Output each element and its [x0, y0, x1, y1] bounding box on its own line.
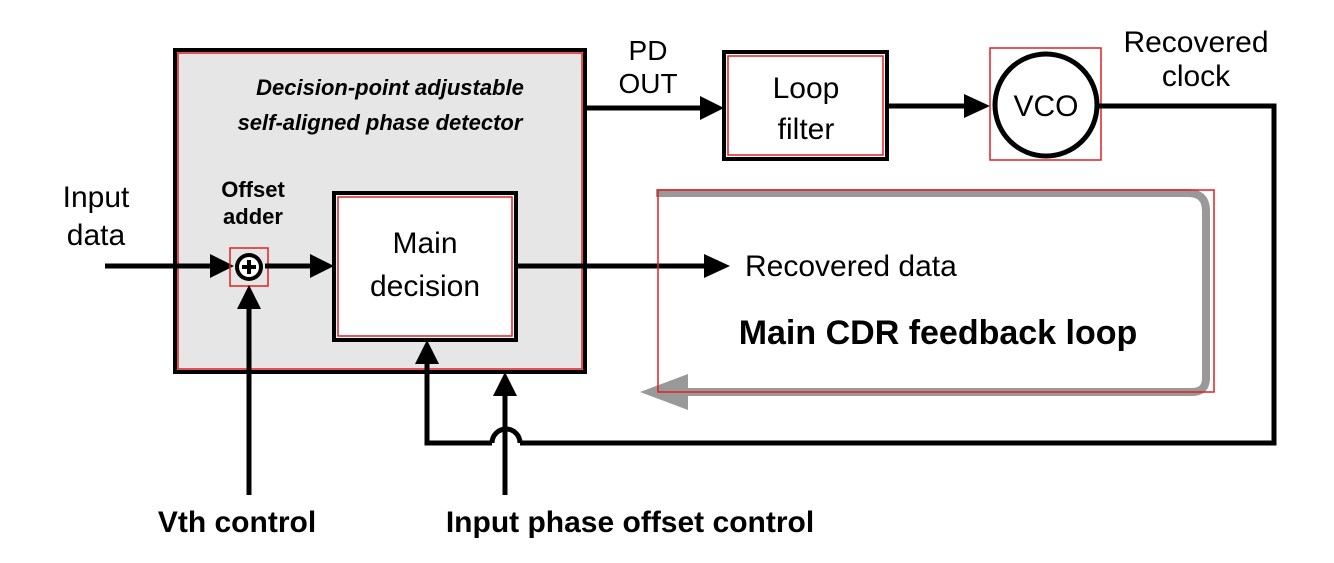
pd-out-label-line1: PD — [629, 35, 668, 66]
input-data-label-line1: Input — [63, 181, 130, 214]
input-data-label-line2: data — [67, 219, 126, 252]
vth-control-label: Vth control — [158, 506, 316, 539]
adder-to-decision-arrowhead — [310, 254, 334, 278]
main-decision-block: Main decision — [332, 191, 518, 342]
input-data-arrowhead — [210, 254, 234, 278]
main-decision-label-line1: Main — [392, 227, 457, 260]
pd-out-arrowhead — [700, 96, 724, 120]
pd-title-line1: Decision-point adjustable — [256, 75, 524, 100]
phase-offset-control-arrowhead — [493, 372, 517, 396]
clock-feedback-wire — [520, 103, 1277, 446]
recovered-data-arrowhead — [704, 254, 730, 278]
pd-title-line2: self-aligned phase detector — [238, 110, 524, 135]
feedback-loop-arrow — [656, 189, 1210, 396]
recovered-clock-label-line1: Recovered — [1123, 26, 1268, 59]
main-decision-label-line2: decision — [370, 270, 480, 303]
clock-to-decision-arrowhead — [415, 340, 439, 364]
pd-out-label-line2: OUT — [618, 68, 677, 99]
feedback-loop-label: Main CDR feedback loop — [739, 314, 1138, 352]
vth-control-arrowhead — [237, 285, 261, 309]
clock-to-decision-wire — [424, 357, 492, 446]
offset-adder — [229, 247, 269, 287]
loop-filter-label-line1: Loop — [773, 72, 840, 105]
offset-adder-label-line2: adder — [223, 204, 283, 229]
offset-adder-label-line1: Offset — [221, 177, 285, 202]
feedback-loop-callout: Main CDR feedback loop — [640, 189, 1215, 410]
recovered-clock-label-line2: clock — [1162, 60, 1231, 93]
loop-filter-label-line2: filter — [778, 113, 835, 146]
phase-offset-control-label: Input phase offset control — [446, 506, 814, 539]
filter-to-vco-arrowhead — [964, 94, 990, 118]
vco-block: VCO — [989, 47, 1102, 161]
loop-filter-block: Loop filter — [722, 50, 889, 161]
vco-label: VCO — [1013, 90, 1078, 123]
recovered-data-label: Recovered data — [745, 250, 957, 283]
